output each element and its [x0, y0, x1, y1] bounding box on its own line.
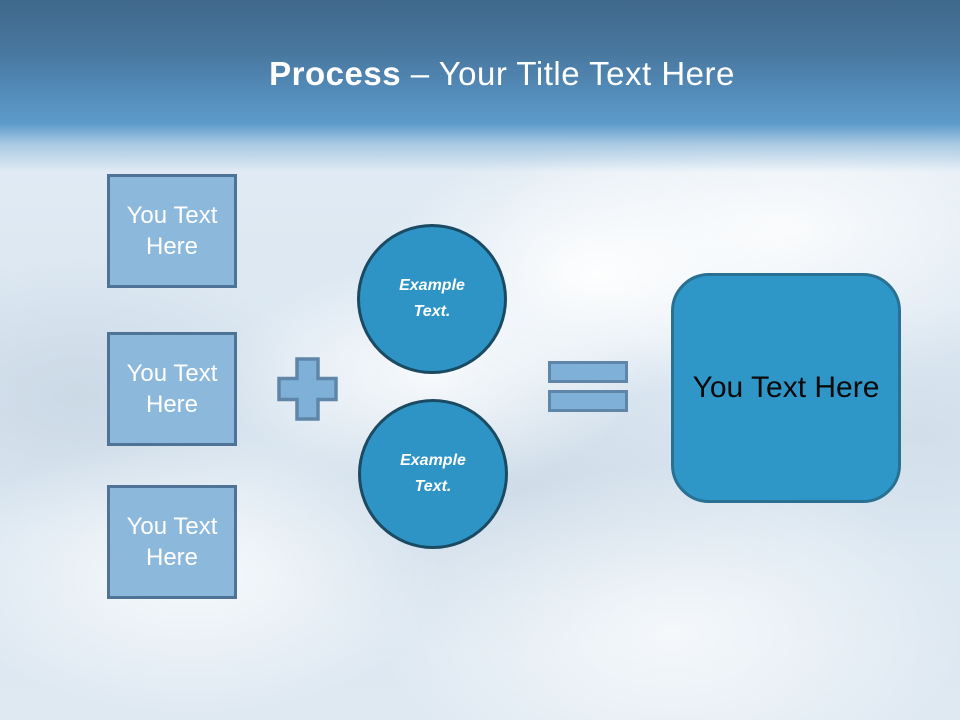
input-box-3-label: You Text Here	[126, 512, 218, 571]
header-gradient	[0, 0, 960, 172]
result-box-label: You Text Here	[692, 371, 880, 404]
input-box-3: You Text Here	[107, 485, 237, 599]
example-circle-1-label: Example Text.	[399, 276, 465, 320]
input-box-2: You Text Here	[107, 332, 237, 446]
slide-title-keyword: Process	[269, 55, 402, 92]
example-circle-2-label: Example Text.	[400, 451, 466, 495]
example-circle-1: Example Text.	[357, 224, 507, 374]
equals-bottom-bar	[548, 390, 628, 412]
equals-top-bar	[548, 361, 628, 383]
equals-icon	[548, 361, 628, 412]
example-circle-2: Example Text.	[358, 399, 508, 549]
input-box-2-label: You Text Here	[126, 359, 218, 418]
plus-icon	[277, 357, 338, 421]
input-box-1: You Text Here	[107, 174, 237, 288]
slide-title-placeholder: – Your Title Text Here	[401, 55, 735, 92]
input-box-1-label: You Text Here	[126, 201, 218, 260]
slide-title: Process – Your Title Text Here	[22, 55, 960, 93]
result-box: You Text Here	[671, 273, 901, 503]
